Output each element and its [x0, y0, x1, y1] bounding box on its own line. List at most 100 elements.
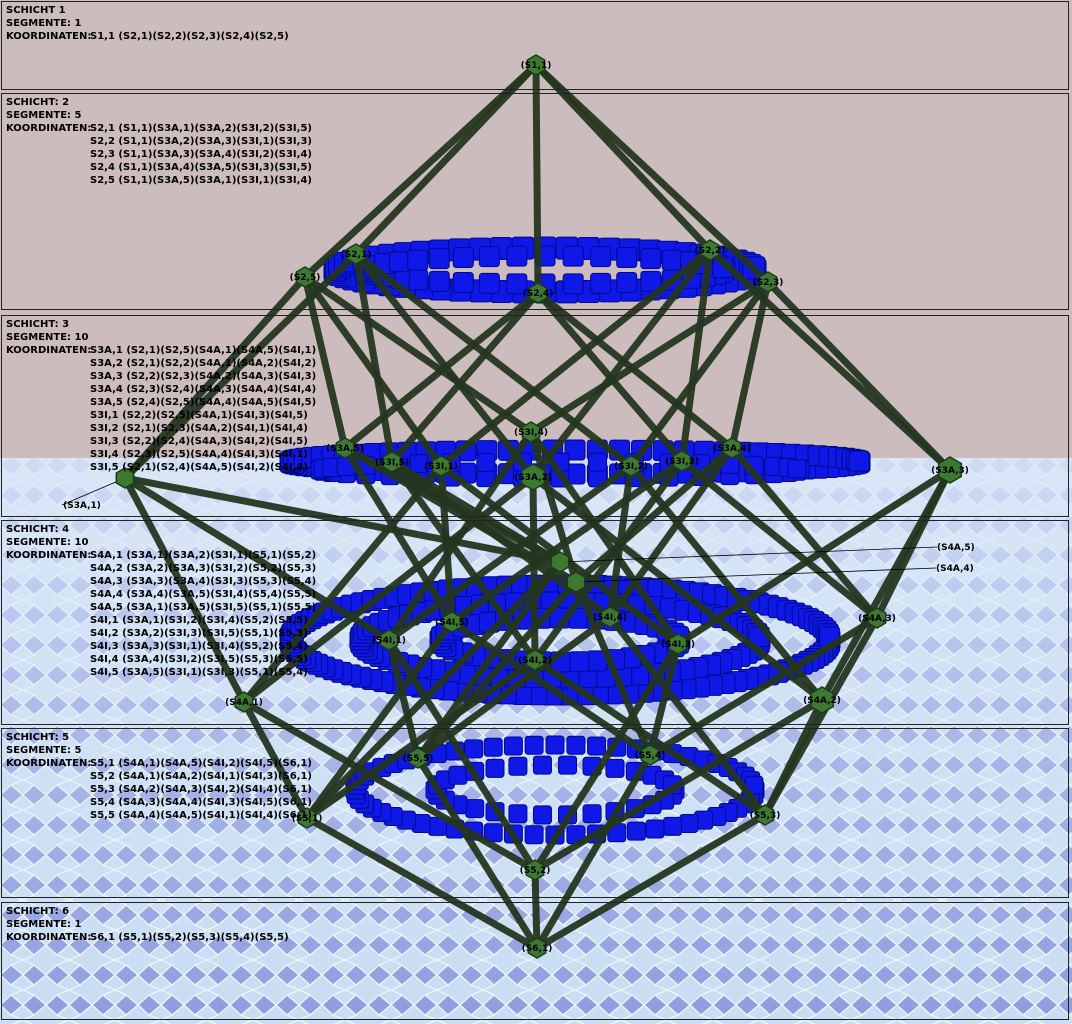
node-S4I,4[interactable] — [600, 606, 620, 628]
node-S3A,4[interactable] — [722, 437, 742, 459]
layer-title: SCHICHT 1 — [6, 5, 66, 16]
node-label-S4A,5: (S4A,5) — [937, 543, 975, 553]
node-S5,4[interactable] — [640, 744, 660, 766]
edge-S3A,1-S4I,1 — [121, 474, 393, 644]
coordinates-label: KOORDINATEN: — [6, 932, 92, 943]
coordinates-label: KOORDINATEN: — [6, 345, 92, 356]
blue-cube — [645, 819, 665, 839]
node-S4A,4[interactable] — [566, 571, 586, 593]
layer-title: SCHICHT: 3 — [6, 319, 70, 330]
coordinate-entry: S3I,1 (S2,2)(S2,5)(S4A,1)(S4I,3)(S4I,5) — [90, 410, 308, 421]
edge-S5,2-S6,1 — [531, 866, 541, 952]
node-S4I,1[interactable] — [379, 629, 399, 651]
blue-cube — [506, 245, 528, 267]
node-S6,1[interactable] — [527, 937, 547, 959]
edge-S4I,2-S5,1 — [303, 656, 539, 822]
node-label-S6,1: (S6,1) — [522, 944, 553, 954]
node-label-S2,3: (S2,3) — [753, 278, 784, 288]
blue-cube — [616, 247, 638, 269]
blue-cube — [452, 271, 474, 293]
node-S5,5[interactable] — [408, 747, 428, 769]
coordinate-entry: S5,3 (S4A,2)(S4A,3)(S4I,2)(S4I,4)(S6,1) — [90, 784, 312, 795]
coordinate-entry: S5,4 (S4A,3)(S4A,4)(S4I,3)(S4I,5)(S6,1) — [90, 797, 312, 808]
edge-S3A,3-S4I,3 — [674, 466, 954, 648]
node-label-S4A,2: (S4A,2) — [803, 696, 841, 706]
edge-S2,1-S3I,5 — [352, 250, 396, 466]
edge-S3I,4-S4I,1 — [385, 428, 535, 644]
node-label-S3A,4: (S3A,4) — [713, 444, 751, 454]
node-label-S5,4: (S5,4) — [635, 751, 666, 761]
edge-S3A,3-S4A,3 — [873, 466, 954, 622]
edge-S4A,3-S5,3 — [761, 614, 881, 819]
node-S4A,3[interactable] — [867, 607, 887, 629]
edge-S3I,2-S4A,2 — [627, 462, 826, 704]
edge-S5,1-S6,1 — [303, 814, 541, 952]
edge-S2,5-S3A,5 — [301, 273, 349, 452]
edge-S3I,3-S4A,3 — [678, 457, 881, 622]
edge-S4I,3-S5,4 — [646, 640, 682, 759]
node-S5,3[interactable] — [755, 804, 775, 826]
node-S2,5[interactable] — [295, 266, 315, 288]
node-S3I,5[interactable] — [382, 451, 402, 473]
coordinate-entry: S2,5 (S1,1)(S3A,5)(S3A,1)(S3I,1)(S3I,4) — [90, 175, 312, 186]
edge-S4A,5-S5,1 — [303, 558, 564, 822]
node-label-S1,1: (S1,1) — [521, 61, 552, 71]
node-label-S5,2: (S5,2) — [520, 866, 551, 876]
blue-cube — [428, 270, 450, 292]
node-S4I,3[interactable] — [668, 633, 688, 655]
node-S3I,3[interactable] — [672, 450, 692, 472]
node-label-S4A,4: (S4A,4) — [936, 564, 974, 574]
edge-S3A,4-S4A,3 — [728, 444, 881, 622]
edge-S4I,4-S5,3 — [606, 613, 769, 819]
edge-S2,2-S3I,1 — [437, 246, 714, 470]
blue-cube — [605, 758, 625, 778]
coordinate-entry: S3A,5 (S2,4)(S2,5)(S4A,4)(S4A,5)(S4I,5) — [90, 397, 317, 408]
layer-title: SCHICHT: 5 — [6, 732, 70, 743]
coordinates-label: KOORDINATEN: — [6, 758, 92, 769]
node-S2,1[interactable] — [346, 243, 366, 265]
edge-S1,1-S2,3 — [532, 61, 772, 286]
coordinate-entry: S3I,4 (S2,3)(S2,5)(S4A,4)(S4I,3)(S4I,1) — [90, 449, 308, 460]
node-S3A,1[interactable] — [115, 467, 135, 489]
coordinate-entry: S6,1 (S5,1)(S5,2)(S5,3)(S5,4)(S5,5) — [90, 932, 289, 943]
blue-cube — [464, 739, 484, 759]
edge-S3A,1-S4A,1 — [121, 474, 248, 706]
blue-cube — [508, 756, 528, 776]
graph-edges — [121, 61, 954, 952]
coordinate-entry: S4A,4 (S3A,4)(S3A,5)(S3I,4)(S5,4)(S5,5) — [90, 589, 317, 600]
node-S4I,2[interactable] — [525, 649, 545, 671]
coordinate-entry: S3A,3 (S2,2)(S2,3)(S4A,2)(S4A,3)(S4I,3) — [90, 371, 317, 382]
node-S4I,5[interactable] — [442, 611, 462, 633]
edge-S5,5-S6,1 — [414, 754, 541, 952]
node-label-S4I,3: (S4I,3) — [661, 640, 695, 650]
node-label-S4I,2: (S4I,2) — [518, 656, 552, 666]
edge-S1,1-S2,4 — [532, 61, 542, 297]
coordinate-entry: S5,1 (S4A,1)(S4A,5)(S4I,2)(S4I,5)(S6,1) — [90, 758, 312, 769]
node-S2,4[interactable] — [528, 282, 548, 304]
node-S4A,5[interactable] — [550, 551, 570, 573]
node-S4A,1[interactable] — [234, 691, 254, 713]
node-label-S3A,1: (S3A,1) — [63, 501, 101, 511]
node-label-S5,1: (S5,1) — [292, 814, 323, 824]
node-S3I,4[interactable] — [521, 421, 541, 443]
node-S3A,3[interactable] — [937, 456, 963, 484]
node-S3I,2[interactable] — [621, 455, 641, 477]
node-S1,1[interactable] — [526, 54, 546, 76]
coordinates-label: KOORDINATEN: — [6, 31, 92, 42]
node-S4A,2[interactable] — [809, 686, 835, 714]
edge-S4I,4-S5,5 — [414, 613, 614, 762]
node-S2,3[interactable] — [758, 271, 778, 293]
layer-segment-count: SEGMENTE: 10 — [6, 537, 89, 548]
node-S2,2[interactable] — [700, 239, 720, 261]
node-label-S3A,2: (S3A,2) — [514, 473, 552, 483]
node-S5,1[interactable] — [297, 807, 317, 829]
node-S3I,1[interactable] — [431, 455, 451, 477]
node-label-S4A,3: (S4A,3) — [858, 614, 896, 624]
node-S3A,2[interactable] — [520, 463, 546, 491]
node-S5,2[interactable] — [525, 859, 545, 881]
node-S3A,5[interactable] — [335, 437, 355, 459]
